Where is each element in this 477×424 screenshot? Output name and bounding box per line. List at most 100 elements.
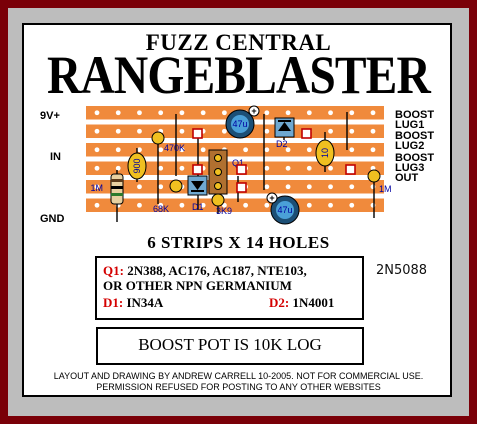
label-9v: 9V+ bbox=[40, 110, 60, 122]
strip-hole bbox=[349, 184, 355, 190]
strip-hole bbox=[349, 110, 355, 116]
strip-hole bbox=[306, 165, 312, 171]
res-3k9-label: 3K9 bbox=[216, 206, 232, 216]
label-boost-lug1-line1: BOOST bbox=[395, 109, 435, 121]
strip-hole bbox=[115, 128, 121, 134]
strip-hole bbox=[328, 128, 333, 134]
strip-hole bbox=[306, 202, 312, 208]
strip-hole bbox=[158, 184, 164, 190]
label-in: IN bbox=[50, 151, 61, 163]
cap-47u-bottom: + 47u bbox=[266, 192, 300, 225]
label-boost-lug1-line2: LUG1 bbox=[395, 119, 425, 131]
d2-value: 1N4001 bbox=[292, 295, 335, 310]
strip-hole bbox=[94, 165, 100, 171]
q1-label-text: Q1: bbox=[103, 263, 124, 278]
strip-hole bbox=[285, 184, 291, 190]
strip-hole bbox=[179, 165, 185, 171]
strip-hole bbox=[158, 110, 164, 116]
strip-hole bbox=[306, 184, 312, 190]
strip-hole bbox=[221, 128, 227, 134]
diode-d2: D2 bbox=[274, 117, 295, 149]
d2-label: D2 bbox=[276, 139, 288, 149]
label-boost-lug2-line1: BOOST bbox=[395, 130, 435, 142]
strip-hole bbox=[264, 202, 270, 208]
strip-hole bbox=[264, 128, 270, 134]
strip-hole bbox=[243, 147, 249, 153]
strip-hole bbox=[94, 202, 100, 208]
strip-hole bbox=[137, 184, 142, 190]
strip-hole bbox=[328, 184, 333, 190]
strip-hole bbox=[179, 128, 185, 134]
strips-caption: 6 STRIPS X 14 HOLES bbox=[147, 233, 330, 252]
label-out: OUT bbox=[395, 172, 419, 184]
strip-hole bbox=[328, 165, 333, 171]
diode-d1: D1 bbox=[187, 175, 208, 212]
strip-hole bbox=[221, 110, 227, 116]
strip-hole bbox=[137, 128, 142, 134]
strip-hole bbox=[179, 202, 185, 208]
d1-label-text: D1: bbox=[103, 295, 124, 310]
strip-hole bbox=[328, 202, 333, 208]
page-title: RANGEBLASTER bbox=[47, 45, 431, 105]
strip-hole bbox=[370, 128, 376, 134]
strip-hole bbox=[243, 202, 249, 208]
res-470k-label: 470K bbox=[164, 143, 185, 153]
pot-note: BOOST POT IS 10K LOG bbox=[138, 335, 322, 354]
d1-value: IN34A bbox=[126, 295, 164, 310]
copper-strip bbox=[86, 198, 384, 212]
cap-47u-bottom-label: 47u bbox=[277, 205, 292, 215]
q1-line1: Q1: 2N388, AC176, AC187, NTE103, bbox=[103, 264, 307, 278]
credit-text: LAYOUT AND DRAWING BY ANDREW CARRELL 10-… bbox=[0, 371, 477, 393]
res-1m-left-label: 1M bbox=[90, 183, 103, 193]
d2-label-text: D2: bbox=[269, 295, 290, 310]
cap-10-label: 10 bbox=[320, 148, 330, 158]
credit-line1: LAYOUT AND DRAWING BY ANDREW CARRELL 10-… bbox=[53, 371, 424, 381]
strip-hole bbox=[285, 110, 291, 116]
copper-strip bbox=[86, 143, 384, 157]
q1-line2: OR OTHER NPN GERMANIUM bbox=[103, 278, 292, 293]
cap-10: 10 bbox=[315, 139, 335, 167]
transistor-q1: Q1 bbox=[208, 149, 244, 195]
strip-hole bbox=[370, 165, 376, 171]
res-1m-right-label: 1M bbox=[379, 184, 392, 194]
res-68k-label: 68K bbox=[153, 204, 169, 214]
strip-hole bbox=[370, 110, 376, 116]
strip-hole bbox=[349, 202, 355, 208]
strip-hole bbox=[221, 202, 227, 208]
part-number-note: 2N5088 bbox=[376, 263, 428, 278]
strip-hole bbox=[94, 110, 100, 116]
strip-hole bbox=[115, 165, 121, 171]
d1-label: D1 bbox=[192, 202, 204, 212]
label-boost-lug3-line2: LUG3 bbox=[395, 162, 425, 174]
copper-strip bbox=[86, 180, 384, 194]
strip-hole bbox=[179, 147, 185, 153]
strip-hole bbox=[306, 147, 312, 153]
strip-hole bbox=[94, 147, 100, 153]
strip-hole bbox=[349, 147, 355, 153]
strip-hole bbox=[115, 110, 121, 116]
cap-47u-top-label: 47u bbox=[232, 119, 247, 129]
strip-hole bbox=[200, 202, 206, 208]
d1-line: D1: IN34A bbox=[103, 296, 163, 310]
cap-47u-top: + 47u bbox=[225, 105, 260, 139]
copper-strips bbox=[86, 106, 384, 212]
strip-hole bbox=[115, 147, 121, 153]
pot-note-box: BOOST POT IS 10K LOG bbox=[96, 327, 364, 365]
strip-hole bbox=[264, 110, 270, 116]
strip-hole bbox=[179, 110, 185, 116]
q1-label: Q1 bbox=[232, 158, 244, 168]
strip-hole bbox=[285, 147, 291, 153]
copper-strip bbox=[86, 161, 384, 175]
strip-hole bbox=[137, 110, 142, 116]
q1-values: 2N388, AC176, AC187, NTE103, bbox=[127, 263, 307, 278]
res-1m-left: 1M bbox=[90, 173, 124, 205]
strip-hole bbox=[264, 165, 270, 171]
strip-hole bbox=[370, 147, 376, 153]
strip-hole bbox=[137, 202, 142, 208]
strip-hole bbox=[285, 165, 291, 171]
strip-hole bbox=[200, 110, 206, 116]
jumper-points bbox=[192, 128, 356, 193]
strip-hole bbox=[200, 147, 206, 153]
page-subtitle: FUZZ CENTRAL bbox=[145, 30, 332, 55]
